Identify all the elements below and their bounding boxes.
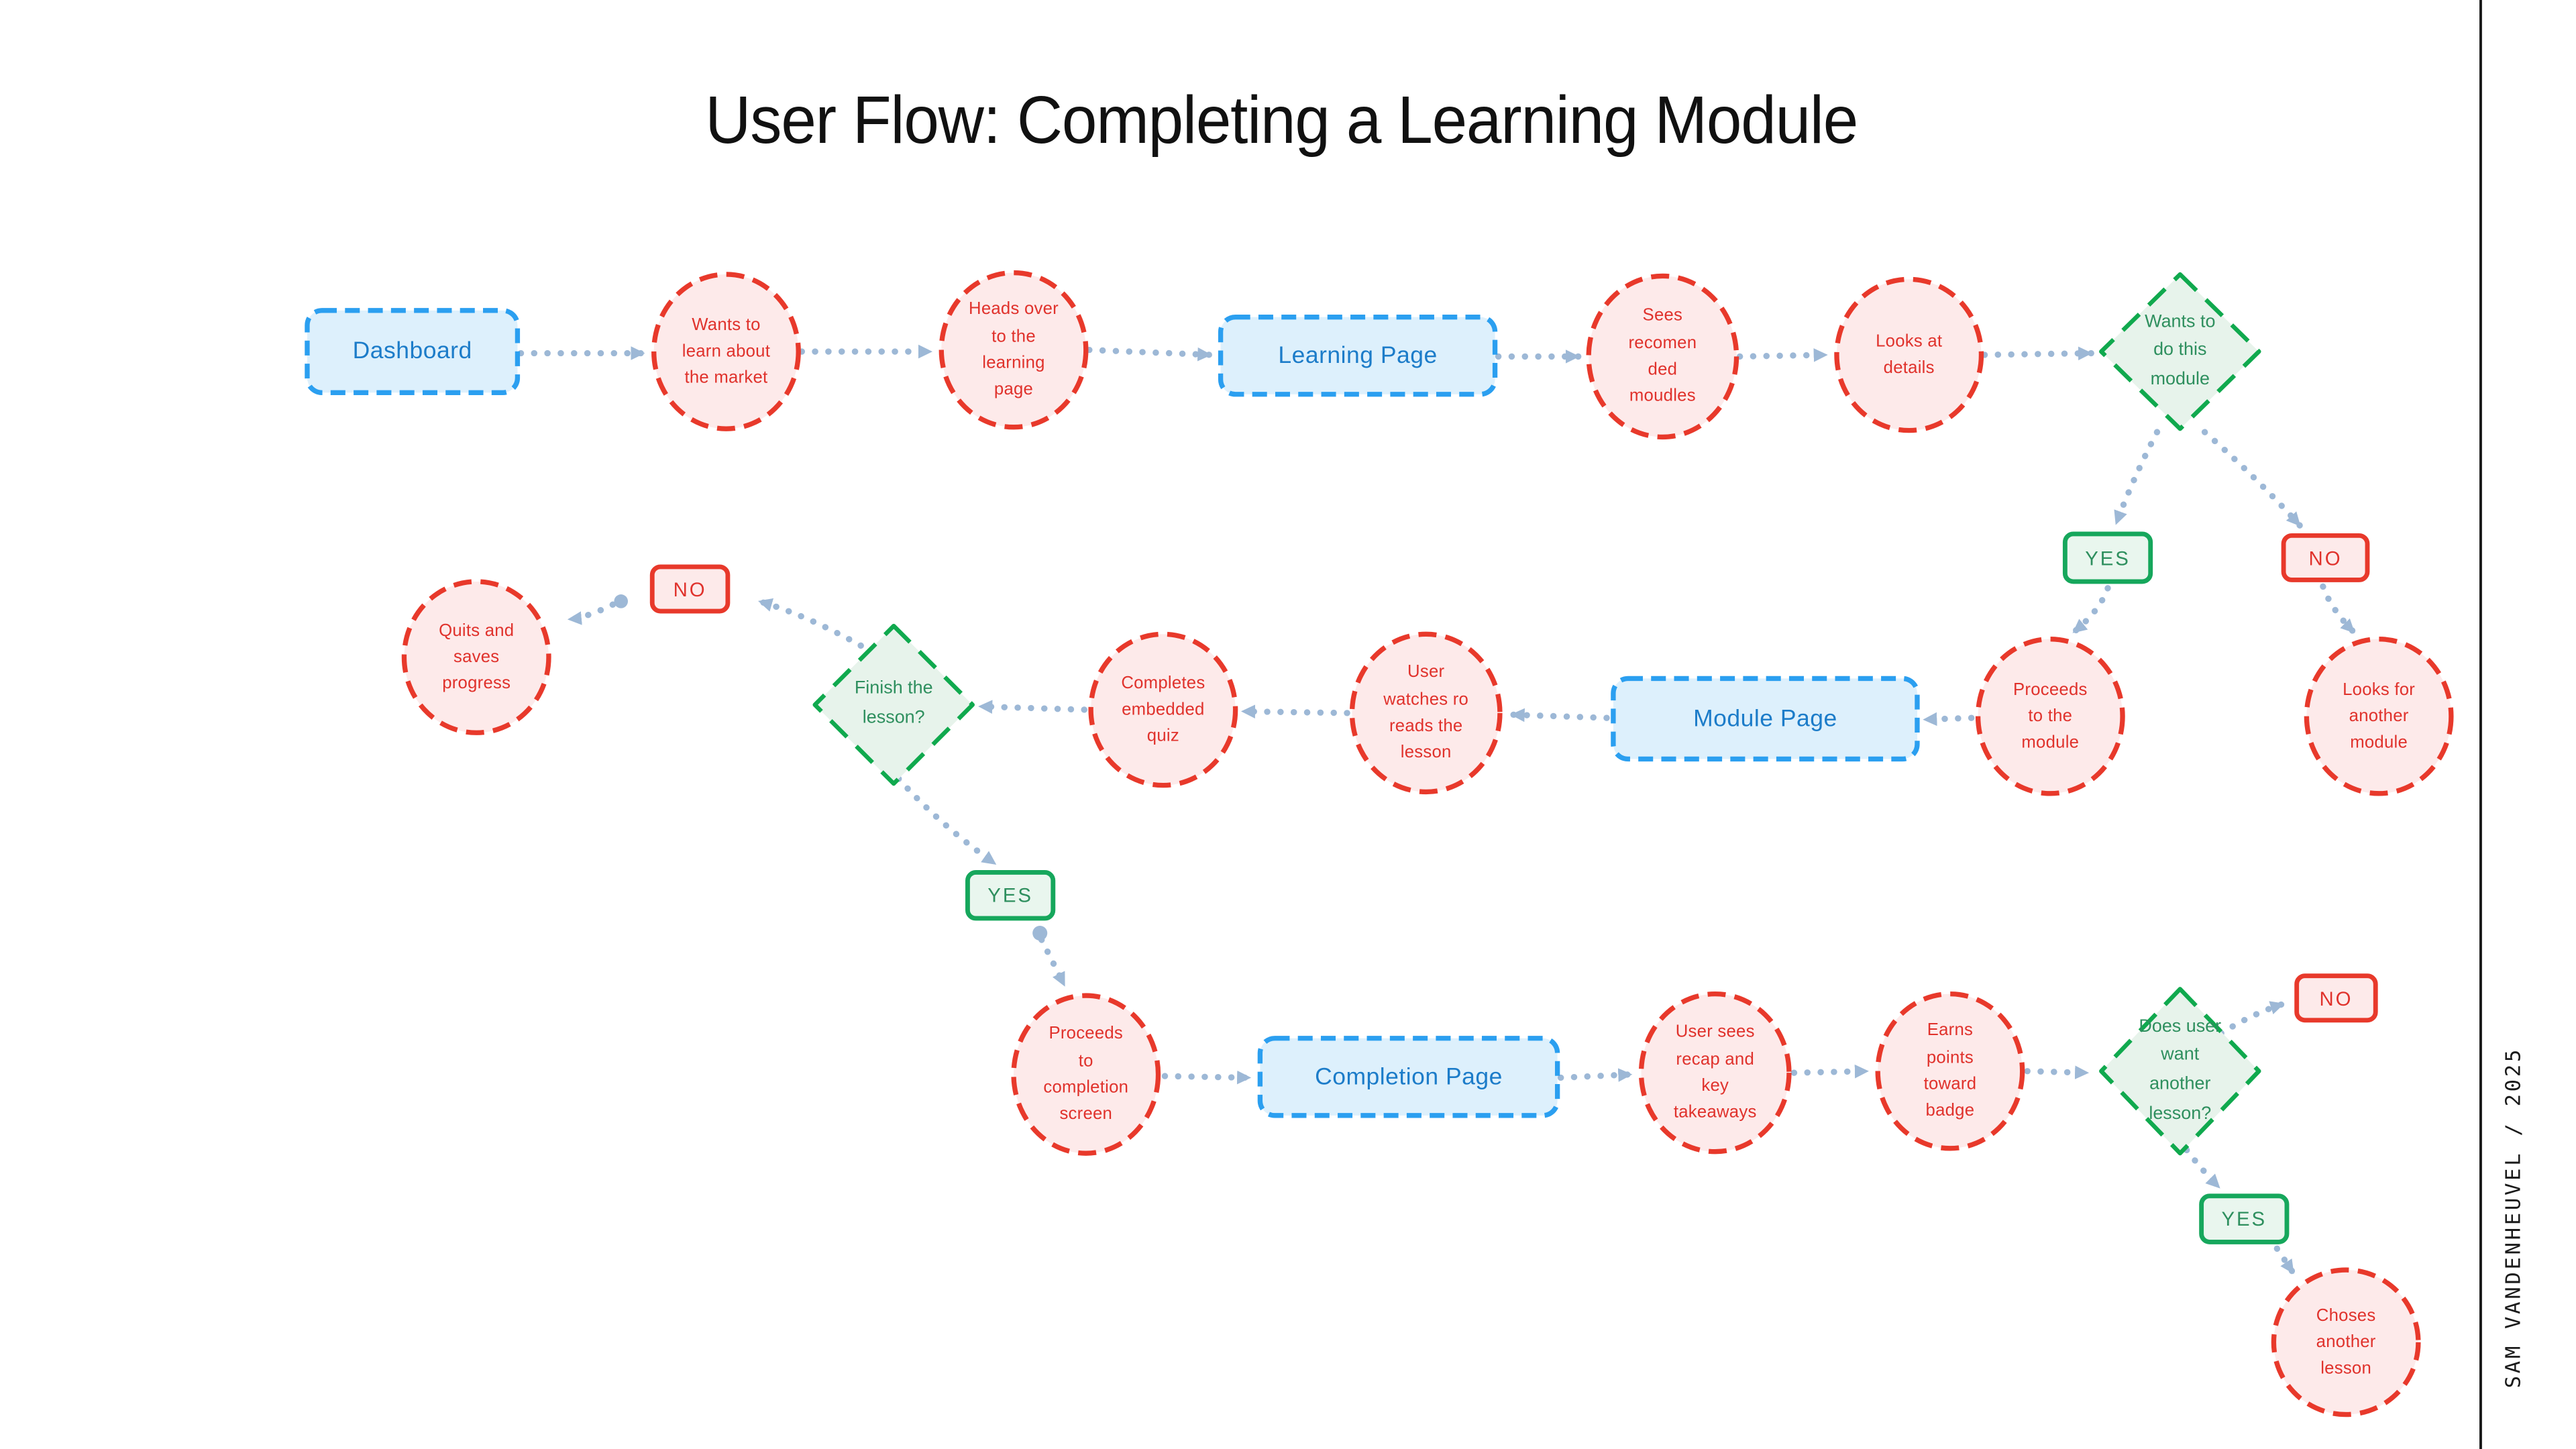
- watches-reads-shape: [1349, 631, 1503, 795]
- row3-yes-shape: [2199, 1193, 2290, 1244]
- finish-lesson-shape: [812, 623, 975, 786]
- row3-no-shape: [2294, 973, 2378, 1023]
- wants-to-learn-shape: [651, 272, 801, 431]
- node-shapes: [305, 270, 2454, 1417]
- row1-yes-shape: [2062, 531, 2153, 584]
- credit-text: SAM VANDENHEUVEL / 2025: [2500, 1046, 2526, 1389]
- heads-over-shape: [938, 270, 1089, 430]
- module-page-shape: [1611, 676, 1920, 762]
- page-title: User Flow: Completing a Learning Module: [705, 82, 1858, 158]
- completes-quiz-shape: [1088, 631, 1238, 788]
- earns-points-shape: [1875, 991, 2025, 1151]
- looks-at-details-shape: [1834, 276, 1984, 433]
- row1-no-shape: [2281, 533, 2370, 582]
- proceeds-module-shape: [1975, 636, 2125, 796]
- quits-saves-shape: [401, 579, 551, 735]
- row2-no-shape: [649, 564, 731, 614]
- wants-this-module-shape: [2099, 272, 2261, 431]
- learning-page-shape: [1218, 314, 1498, 397]
- want-another-lesson-shape: [2099, 987, 2261, 1156]
- connector-arrows: [517, 344, 2358, 1277]
- sees-recap-shape: [1638, 991, 1792, 1155]
- sees-recommended-shape: [1586, 273, 1739, 440]
- choses-another-shape: [2271, 1267, 2421, 1417]
- looks-another-module-shape: [2304, 636, 2454, 796]
- proceeds-completion-shape: [1011, 993, 1161, 1156]
- dashboard-page-shape: [305, 308, 521, 395]
- completion-page-shape: [1257, 1036, 1560, 1118]
- row2-yes-shape: [965, 869, 1056, 921]
